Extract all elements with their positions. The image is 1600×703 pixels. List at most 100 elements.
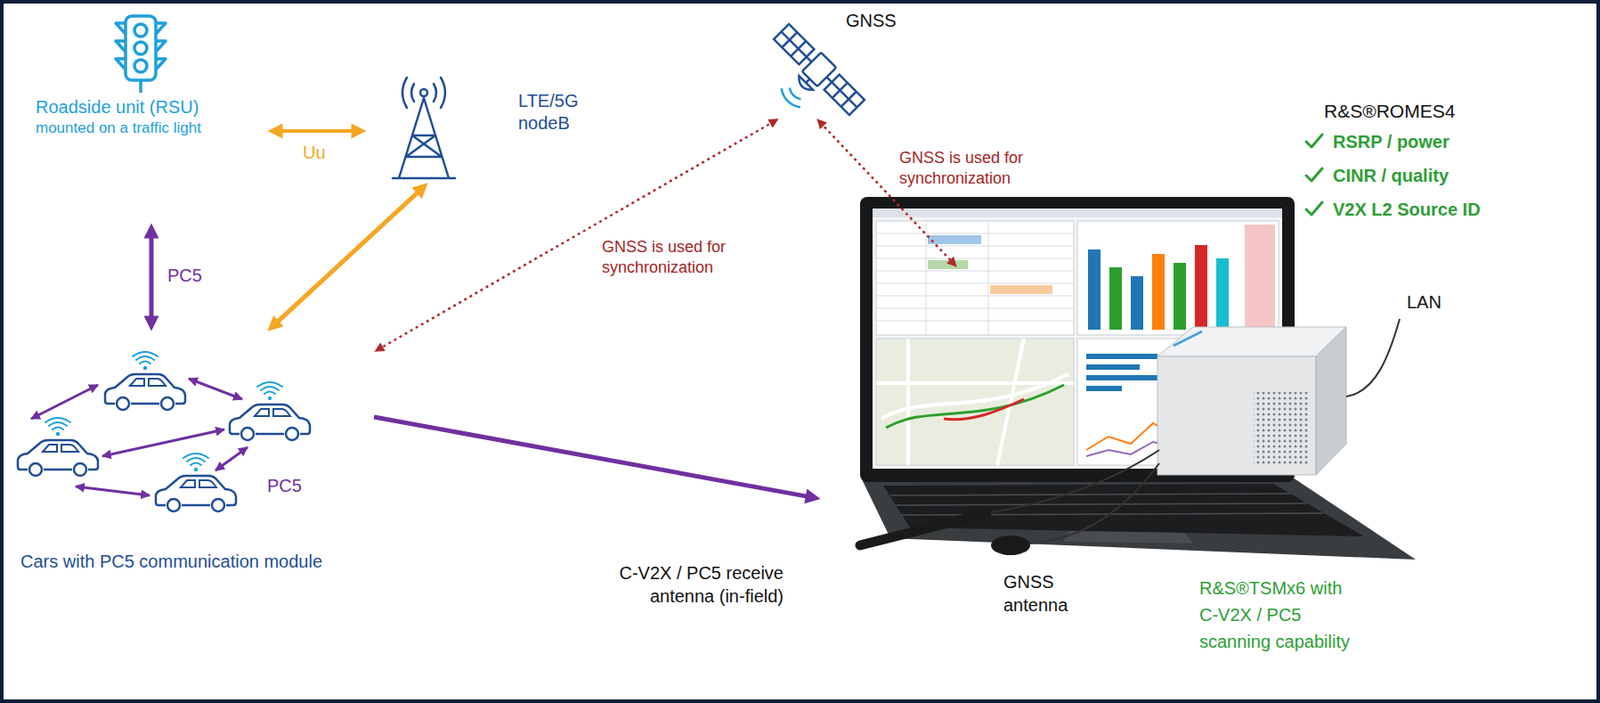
- laptop-illustration: [1109, 267, 1122, 330]
- connector: [149, 230, 155, 324]
- text-column: R&S®ROMES4RSRP / powerCINR / qualityV2X …: [1306, 97, 1600, 227]
- connector: [378, 121, 775, 350]
- laptop-illustration: [890, 493, 1324, 515]
- pc5-mesh-arrows: [215, 446, 248, 471]
- text-column: GNSS: [845, 8, 904, 33]
- traffic-light-icon: [125, 16, 156, 81]
- connector: [273, 187, 423, 326]
- laptop-illustration: [860, 196, 1416, 560]
- laptop-illustration: [1088, 249, 1101, 330]
- pc5-mesh-arrows: [31, 384, 98, 419]
- tsmx6-scanner: [1315, 326, 1347, 475]
- laptop-illustration: [927, 259, 968, 269]
- cables: [1346, 318, 1400, 397]
- gnss-node: GNSS: [765, 7, 904, 119]
- node-label: R&S®TSMx6 with C-V2X / PC5 scanning capa…: [1199, 574, 1365, 655]
- pc5-mesh-arrows: [31, 378, 248, 496]
- car-cluster: [155, 453, 236, 512]
- lan-label: LAN: [1406, 290, 1442, 314]
- edge-label-box: PC5: [167, 263, 203, 287]
- node-label: Roadside unit (RSU): [35, 95, 199, 119]
- gnss-antenna-label-box: GNSS antenna: [1003, 569, 1084, 617]
- laptop-illustration: [1152, 253, 1165, 330]
- node-label: C-V2X / PC5 receive antenna (in-field): [605, 560, 784, 608]
- laptop-illustration: [872, 208, 1283, 218]
- laptop-illustration: [885, 384, 1064, 428]
- laptop-illustration: [1194, 244, 1208, 330]
- pc5-mesh-arrows: [75, 486, 150, 496]
- rsu-node: Roadside unit (RSU)mounted on a traffic …: [31, 13, 268, 223]
- node-item: V2X L2 Source ID: [1306, 192, 1481, 227]
- cell-tower-icon: [420, 89, 428, 97]
- traffic-light-icon: [134, 59, 147, 73]
- pc5-label: PC5: [267, 473, 302, 497]
- check-marks: [1306, 134, 1323, 147]
- laptop-illustration: [876, 338, 1074, 465]
- laptop-illustration: [883, 483, 1365, 537]
- node-item: mounted on a traffic light: [35, 118, 202, 139]
- car-cluster: [229, 381, 310, 440]
- laptop-illustration: [1244, 224, 1276, 330]
- edge-label: Uu: [302, 140, 326, 164]
- edge-label: GNSS is used for synchronization: [601, 236, 749, 278]
- connector: [373, 416, 813, 497]
- laptop-illustration: [1216, 258, 1229, 330]
- text-column: Cars with PC5 communication module: [20, 549, 374, 573]
- satellite-icon: [778, 83, 805, 111]
- node-item: RSRP / power: [1306, 124, 1450, 159]
- gnss-antenna: [990, 535, 1031, 555]
- car-cluster: [105, 351, 186, 410]
- laptop-illustration: [876, 220, 1074, 335]
- laptop-illustration: [861, 477, 1416, 560]
- tsmx6-scanner: [1157, 326, 1347, 357]
- laptop-illustration: [1173, 262, 1186, 330]
- tsmx6-scanner: [1253, 391, 1309, 465]
- car-cluster: [17, 351, 310, 512]
- laptop-illustration: [876, 338, 1074, 465]
- traffic-light-icon: [115, 16, 166, 93]
- traffic-light-icon: [134, 24, 147, 37]
- laptop-illustration: [990, 284, 1053, 294]
- car-cluster: [17, 417, 98, 476]
- node-label: GNSS: [845, 8, 897, 33]
- satellite-icon: [795, 72, 817, 94]
- check-marks: [1306, 134, 1323, 215]
- laptop-illustration: [1130, 276, 1144, 330]
- cables: [1030, 462, 1160, 544]
- cell-tower-icon: [402, 77, 446, 108]
- nodeb-node: LTE/5G nodeB: [366, 66, 634, 183]
- tsmx6-scanner: [1157, 356, 1316, 475]
- edge-label: PC5: [167, 263, 203, 287]
- check-marks: [1306, 168, 1323, 181]
- node-label: R&S®ROMES4: [1306, 97, 1455, 125]
- check-marks: [1306, 202, 1323, 215]
- pc5-label-box: PC5: [267, 473, 302, 497]
- receive-antenna: [860, 512, 987, 545]
- cars-node: Cars with PC5 communication module: [16, 331, 374, 581]
- laptop-illustration: [1063, 530, 1194, 544]
- node-label: LTE/5G nodeB: [518, 89, 590, 135]
- text-column: Roadside unit (RSU)mounted on a traffic …: [35, 95, 268, 139]
- cell-tower-icon: [392, 77, 455, 179]
- satellite-icon: [749, 22, 867, 139]
- traffic-light-icon: [115, 23, 166, 70]
- tsmx6-scanner: [1157, 326, 1347, 475]
- text-column: LTE/5G nodeB: [518, 89, 634, 135]
- pc5-mesh-arrows: [102, 429, 225, 456]
- traffic-light-icon: [134, 41, 147, 55]
- laptop-node: R&S®ROMES4RSRP / powerCINR / qualityV2X …: [861, 267, 1292, 480]
- cables: [990, 449, 1160, 512]
- connector: [275, 129, 359, 133]
- laptop-illustration: [1077, 220, 1279, 335]
- edge-label-box: GNSS is used for synchronization: [899, 147, 1047, 189]
- antenna-node: C-V2X / PC5 receive antenna (in-field): [605, 498, 829, 617]
- text-column: R&S®TSMx6 with C-V2X / PC5 scanning capa…: [1199, 574, 1369, 655]
- node-label: Cars with PC5 communication module: [20, 549, 323, 573]
- pc5-mesh-arrows: [188, 378, 243, 399]
- lan-label-box: LAN: [1406, 290, 1442, 314]
- traffic-light-icon: [138, 80, 143, 93]
- node-item: CINR / quality: [1306, 158, 1449, 193]
- edge-label: GNSS is used for synchronization: [899, 147, 1047, 189]
- gnss-antenna-label: GNSS antenna: [1003, 569, 1084, 617]
